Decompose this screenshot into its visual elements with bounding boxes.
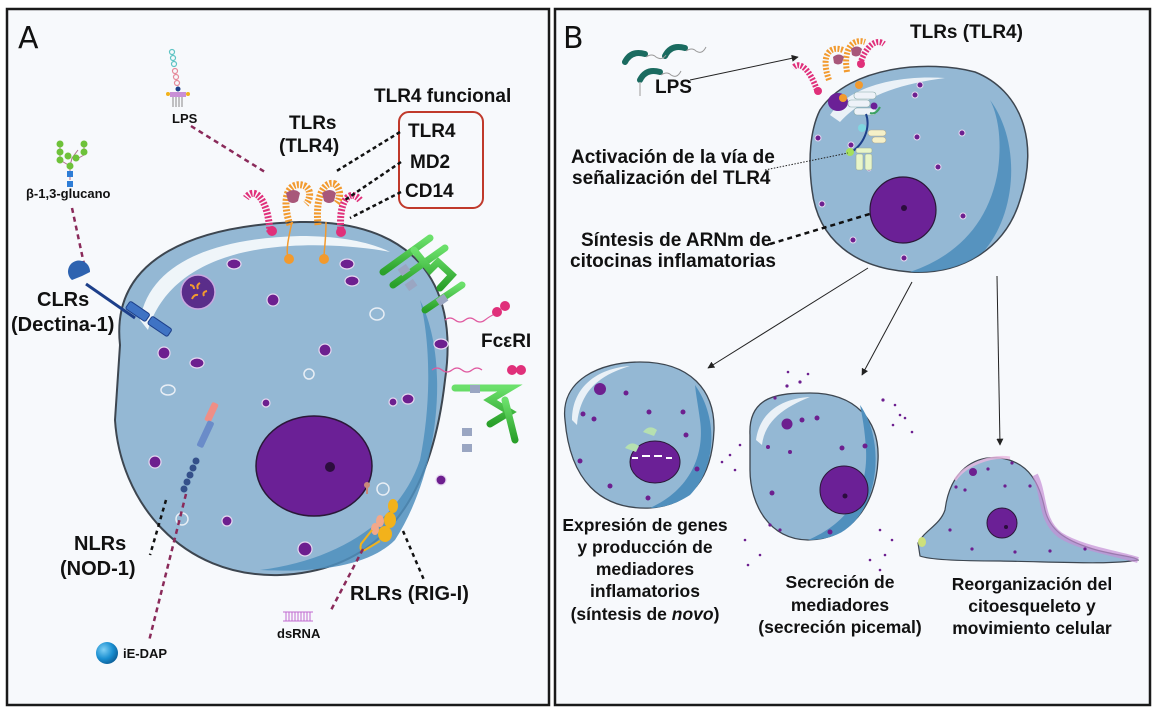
mrna-label-line1: Síntesis de ARNm de: [581, 230, 771, 251]
lps-molecule-icon: [166, 48, 190, 107]
md2-left: [286, 190, 300, 203]
dsrna-label: dsRNA: [277, 626, 321, 641]
panel-b: B LPS: [553, 7, 1152, 707]
signaling-connector: [764, 152, 849, 171]
beta-glucan-label: β-1,3-glucano: [26, 186, 111, 201]
svg-text:citoesqueleto y: citoesqueleto y: [968, 596, 1096, 616]
nod-1-receptor: [180, 402, 219, 493]
cd14-anchor-left: [267, 226, 277, 236]
tlr4-funcional-box: [398, 111, 484, 209]
nucleolus: [325, 462, 335, 472]
rig-i-receptor: [359, 482, 398, 552]
secretion-cell: [720, 370, 914, 572]
tlr4-sublabel: (TLR4): [279, 136, 339, 157]
box-item-md2: MD2: [410, 152, 450, 173]
lps-arrow: [689, 54, 799, 81]
svg-text:mediadores: mediadores: [791, 595, 889, 615]
cell-body-b: [809, 65, 1029, 273]
rlrs-label: RLRs (RIG-I): [350, 583, 469, 605]
outcome-gene-expression-label: Expresión de genes y producción de media…: [562, 515, 728, 624]
dsrna-connector: [328, 548, 365, 613]
svg-text:mediadores: mediadores: [596, 559, 694, 579]
tlr4-left: [282, 181, 314, 227]
panel-b-letter: B: [563, 21, 584, 56]
glucan-connector: [70, 207, 86, 265]
nucleus: [255, 415, 373, 517]
panel-a-letter: A: [18, 21, 39, 56]
outcome-gene-expression-last: (síntesis de novo): [571, 604, 720, 624]
ige-tether-lower: [431, 367, 483, 373]
arrow-to-gene-expression: [707, 267, 869, 369]
lps-connector: [190, 124, 266, 174]
cd14-left: [243, 189, 274, 233]
svg-text:y producción de: y producción de: [577, 537, 712, 557]
dectin-1-sublabel: (Dectina-1): [11, 314, 114, 336]
tlr4-tir-left: [284, 254, 294, 264]
ige-ligand-upper: [492, 307, 502, 317]
clrs-label: CLRs: [37, 289, 89, 311]
svg-text:inflamatorios: inflamatorios: [590, 581, 700, 601]
tlrs-label: TLRs: [289, 113, 337, 134]
ie-dap-label: iE-DAP: [123, 646, 167, 661]
ige-ligand-lower: [507, 365, 517, 375]
nlr-connector: [148, 499, 168, 556]
dectin-1-receptor: [68, 260, 172, 337]
fceri-receptor-lower: [444, 384, 523, 452]
cd14-anchor-right: [336, 227, 346, 237]
box-item-cd14: CD14: [405, 181, 454, 202]
md2-right: [322, 190, 336, 203]
ie-dap-icon: [96, 642, 118, 664]
mrna-label-line2: citocinas inflamatorias: [570, 251, 776, 272]
tlr4-right: [313, 179, 344, 226]
phagosome-cargo: [189, 282, 208, 300]
gene-expression-cell: [564, 361, 715, 509]
svg-text:movimiento celular: movimiento celular: [952, 618, 1112, 638]
empty-vesicles: [160, 307, 390, 526]
signaling-label-line2: señalización del TLR4: [572, 168, 771, 189]
outcome-secretion-label: Secreción de mediadores (secreción picem…: [758, 572, 921, 637]
svg-text:Secreción de: Secreción de: [786, 572, 895, 592]
beta-glucan-icon: [56, 140, 88, 187]
box-connectors: [334, 130, 402, 220]
box-item-tlr4: TLR4: [408, 121, 456, 142]
bacteria-icons: [622, 44, 707, 96]
migrating-cell: [917, 455, 1140, 564]
tlrs-label-b: TLRs (TLR4): [910, 22, 1023, 43]
nlrs-label: NLRs: [74, 533, 126, 555]
panel-a: A: [5, 7, 551, 707]
rlr-connector: [401, 530, 426, 581]
svg-text:Expresión de genes: Expresión de genes: [562, 515, 728, 535]
stimulated-cell: [790, 38, 1029, 273]
lps-label: LPS: [172, 111, 198, 126]
ie-dap-connector: [147, 493, 188, 642]
nod-1-sublabel: (NOD-1): [60, 558, 136, 580]
phagosome: [180, 274, 216, 310]
tlr4-funcional-title: TLR4 funcional: [374, 86, 511, 107]
arrow-to-secretion: [861, 281, 913, 376]
cell-highlight: [140, 236, 390, 330]
panel-a-cell: [113, 220, 449, 577]
lps-label-b: LPS: [655, 77, 692, 98]
dsrna-icon: [283, 611, 313, 622]
tlr4-tir-right: [319, 254, 329, 264]
svg-text:Reorganización del: Reorganización del: [952, 574, 1112, 594]
fceri-tm-segments: [397, 263, 480, 452]
vesicles: [148, 258, 449, 557]
arrow-to-migration: [996, 275, 1004, 446]
signaling-cascade: [828, 91, 887, 171]
signaling-label-line1: Activación de la vía de: [571, 147, 775, 168]
ige-tether-upper: [444, 313, 496, 323]
outcome-migration-label: Reorganización del citoesqueleto y movim…: [952, 574, 1112, 638]
svg-text:(secreción picemal): (secreción picemal): [758, 617, 921, 637]
fceri-label: FcεRI: [481, 331, 531, 352]
